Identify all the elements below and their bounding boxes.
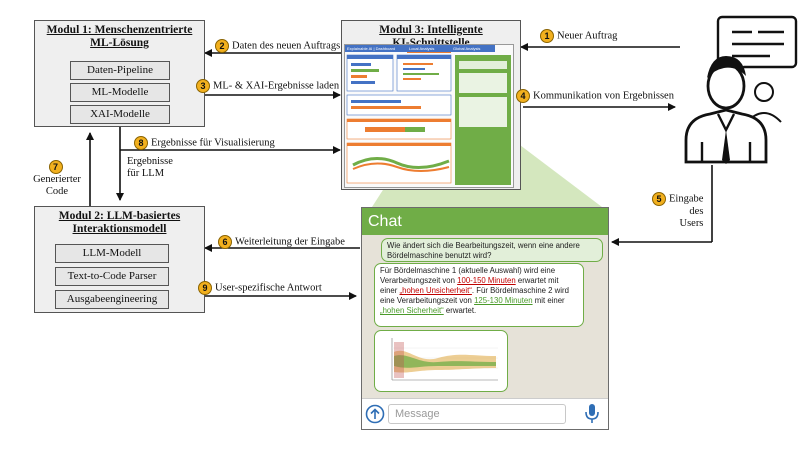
step7-badge: 7: [48, 160, 63, 174]
answer-chart-image: [378, 334, 502, 388]
send-icon[interactable]: [365, 404, 385, 424]
modul1-title-line1: Modul 1: Menschenzentrierte: [46, 24, 193, 36]
step9-badge: 9: [198, 281, 212, 295]
text-to-code-parser-component: Text-to-Code Parser: [55, 267, 169, 286]
answer-part3: . Für Bördelmaschine 2 wird eine Verarbe…: [380, 286, 569, 305]
answer-part2: erwartet mit einer: [380, 276, 559, 295]
output-engineering-component: Ausgabeengineering: [55, 290, 169, 309]
step1-badge: 1: [540, 29, 554, 43]
modul1-title-line2: ML-Lösung: [90, 37, 149, 49]
step5-line1: Eingabe: [669, 193, 704, 205]
xai-models-component: XAI-Modelle: [70, 105, 170, 124]
chart-answer-bubble: [374, 330, 508, 392]
step5-line2: des: [689, 206, 704, 217]
answer-range1[interactable]: 100-150 Minuten: [457, 276, 516, 285]
dashboard-tab-local: Local Analysis: [407, 45, 451, 53]
chat-header: Chat: [362, 208, 608, 235]
step5-badge: 5: [652, 192, 666, 206]
step6-text: Weiterleitung der Eingabe: [235, 236, 345, 248]
step1-text: Neuer Auftrag: [557, 30, 618, 42]
modul3-title-line1: Modul 3: Intelligente: [379, 24, 483, 36]
answer-part5: erwartet.: [443, 306, 477, 315]
llm-model-component: LLM-Modell: [55, 244, 169, 263]
step9-text: User-spezifische Antwort: [215, 282, 322, 294]
modul1-box: Modul 1: Menschenzentrierte ML-Lösung Da…: [34, 20, 205, 127]
step8-text: Ergebnisse für Visualisierung: [151, 137, 275, 149]
dashboard-preview-graphic: [346, 54, 511, 185]
answer-range2[interactable]: 125-130 Minuten: [474, 296, 533, 305]
chat-input-bar: Message: [362, 398, 608, 429]
person-icon: [684, 15, 798, 164]
step7-label: 7 Generierter Code: [30, 160, 84, 198]
llm-results-line1: Ergebnisse: [127, 156, 173, 167]
dashboard-tab-main: Explainable AI | Dashboard: [345, 45, 407, 52]
answer-certainty[interactable]: „hohen Sicherheit“: [380, 306, 444, 315]
step4-badge: 4: [516, 89, 530, 103]
step4-text: Kommunikation von Ergebnissen: [533, 90, 674, 102]
step2-text: Daten des neuen Auftrags: [232, 40, 341, 52]
step2-badge: 2: [215, 39, 229, 53]
answer-part1: Für Bördelmaschine 1 (aktuelle Auswahl) …: [380, 266, 556, 285]
message-input[interactable]: Message: [388, 404, 566, 424]
answer-uncertainty[interactable]: „hohen Unsicherheit“: [399, 286, 472, 295]
modul2-title-line1: Modul 2: LLM-basiertes: [58, 210, 181, 222]
dashboard-thumbnail: Explainable AI | Dashboard Local Analysi…: [344, 44, 514, 188]
ml-models-component: ML-Modelle: [70, 83, 170, 102]
step5-line3: Users: [679, 218, 704, 229]
user-question-bubble: Wie ändert sich die Bearbeitungszeit, we…: [381, 238, 603, 262]
data-pipeline-component: Daten-Pipeline: [70, 61, 170, 80]
modul2-title-line2: Interaktionsmodell: [72, 223, 167, 235]
mic-icon[interactable]: [584, 403, 600, 425]
llm-results-label: Ergebnisse für LLM: [127, 156, 173, 180]
llm-results-line2: für LLM: [127, 168, 165, 179]
answer-part4: mit einer: [532, 296, 565, 305]
step3-text: ML- & XAI-Ergebnisse laden: [213, 80, 340, 92]
step3-badge: 3: [196, 79, 210, 93]
chat-window: Chat Wie ändert sich die Bearbeitungszei…: [361, 207, 609, 430]
modul2-box: Modul 2: LLM-basiertes Interaktionsmodel…: [34, 206, 205, 313]
step7-line1: Generierter: [33, 174, 81, 185]
step8-badge: 8: [134, 136, 148, 150]
bot-answer-bubble: Für Bördelmaschine 1 (aktuelle Auswahl) …: [374, 263, 584, 327]
step7-line2: Code: [45, 186, 69, 197]
dashboard-tab-global: Global Analysis: [451, 45, 495, 52]
step6-badge: 6: [218, 235, 232, 249]
